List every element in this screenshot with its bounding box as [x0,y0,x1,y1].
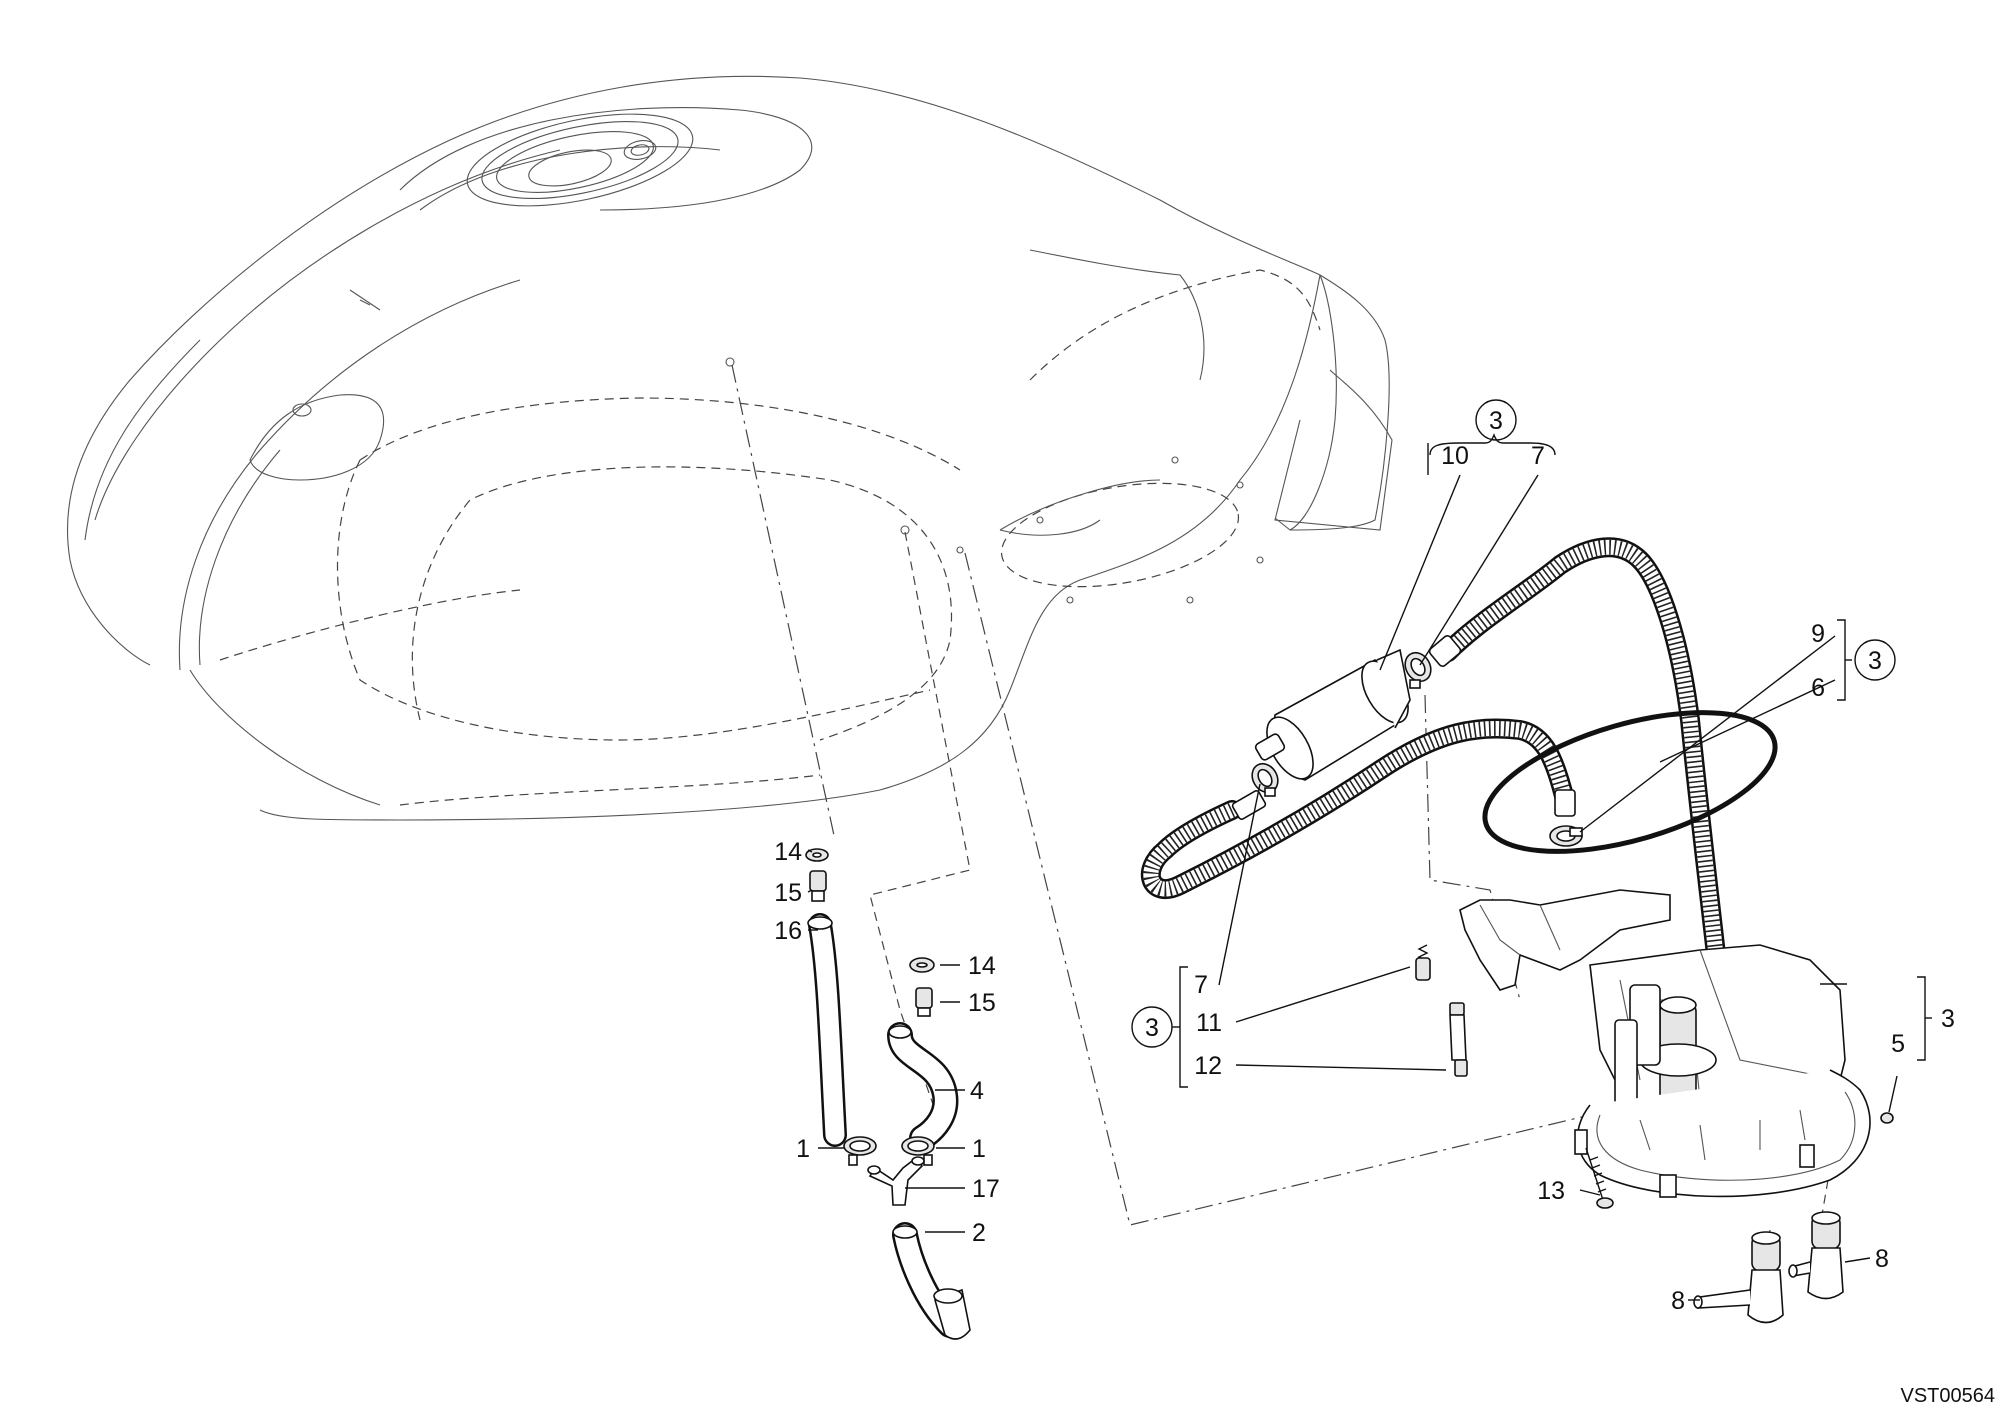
callout-label: 12 [1194,1052,1222,1080]
callout-circle [1854,639,1896,681]
callout-label: 3 [1489,407,1503,435]
clamp-part-7-bottom [1251,762,1279,797]
vent-hose-assembly [805,848,971,1340]
fitting-part-15 [809,870,827,892]
callouts: 3 10 7 9 6 3 7 3 11 12 3 5 13 8 8 14 15 … [774,399,1955,1315]
diagram-code: VST00564 [1900,1385,1995,1407]
y-fitting-part-17 [868,1156,924,1206]
callout-label: 8 [1875,1245,1889,1273]
connector-part-8-right [1788,1211,1844,1300]
callout-label: 7 [1194,971,1208,999]
connector-part-8-left [1693,1231,1784,1324]
callout-label: 15 [774,879,802,907]
pump-base-plate [1576,1069,1871,1198]
fuel-filter-part-10 [1254,648,1411,781]
callout-label: 3 [1145,1014,1159,1042]
callout-label: 9 [1811,620,1825,648]
screw-part-13 [1585,1147,1614,1209]
callout-circle [1475,399,1517,441]
callout-label: 6 [1811,674,1825,702]
pump-bracket [1459,889,1671,991]
o-ring-part-5 [1880,1112,1894,1124]
callout-label: 4 [970,1077,984,1105]
callout-label: 8 [1671,1287,1685,1315]
callout-circle [1131,1006,1173,1048]
sensor-part-12 [1449,1002,1468,1077]
callout-label: 1 [972,1135,986,1163]
spring-part-11 [1415,944,1431,981]
callout-label: 14 [968,952,996,980]
leader-lines [807,433,1932,1301]
callout-label: 10 [1441,442,1469,470]
callout-label: 7 [1531,442,1545,470]
fuel-pump-assembly [1140,537,1894,1324]
o-ring-part-6 [1482,710,1778,854]
callout-label: 3 [1868,647,1882,675]
callout-label: 17 [972,1175,1000,1203]
callout-label: 16 [774,917,802,945]
fitting-part-15b [915,987,933,1009]
callout-label: 2 [972,1219,986,1247]
callout-label: 11 [1196,1009,1222,1037]
clamp-part-9 [1549,825,1583,847]
callout-label: 14 [774,838,802,866]
fuel-tank [67,75,1393,821]
callout-label: 15 [968,989,996,1017]
callout-label: 3 [1941,1005,1955,1033]
callout-label: 5 [1891,1030,1905,1058]
callout-label: 13 [1537,1177,1565,1205]
callout-label: 1 [796,1135,810,1163]
